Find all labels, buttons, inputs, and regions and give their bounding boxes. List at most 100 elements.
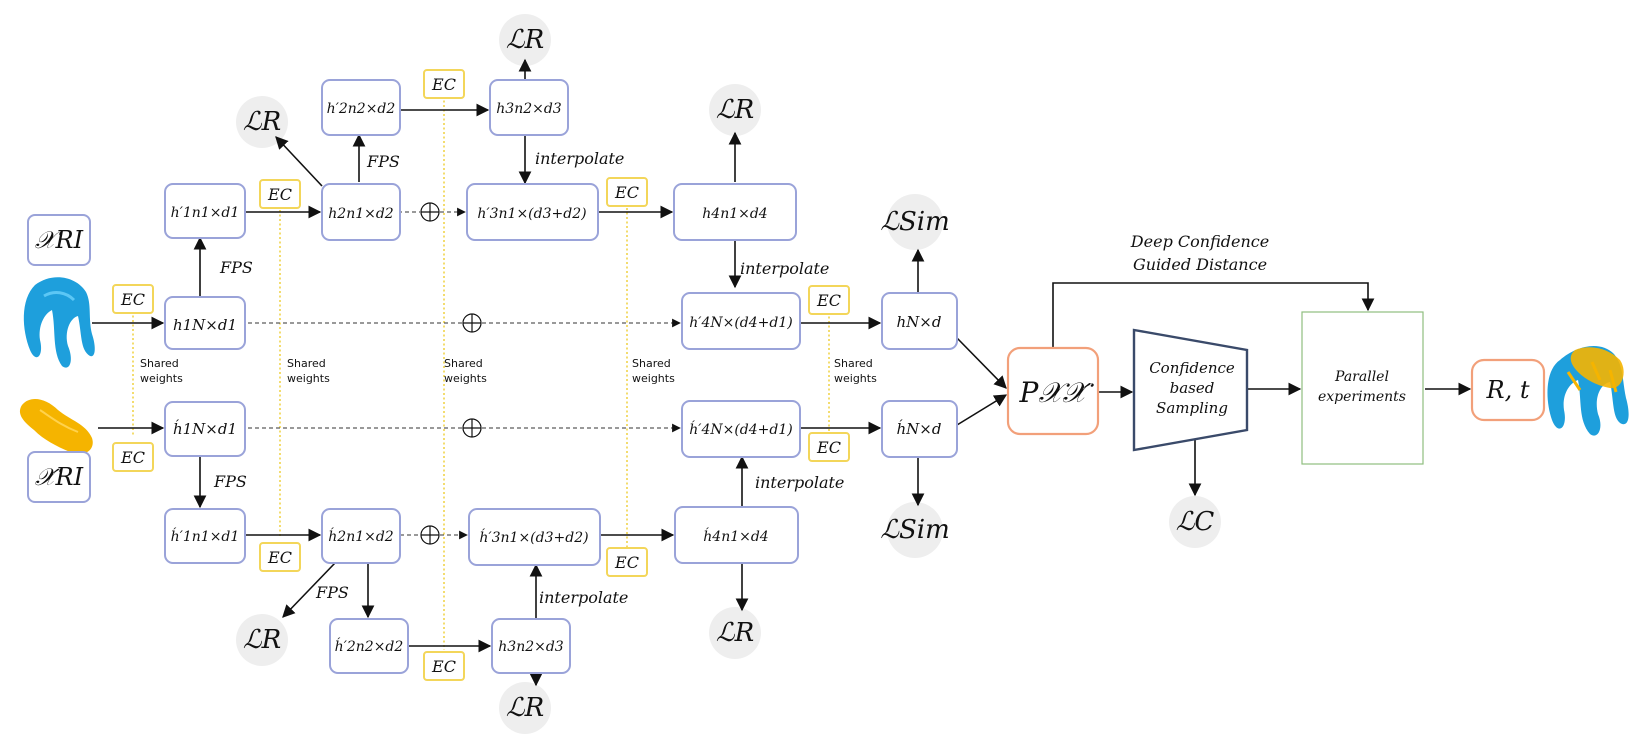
ec-label: EC — [816, 291, 841, 310]
registered-point-cloud-icon — [1547, 346, 1629, 436]
top-h1-block — [164, 296, 246, 350]
reconstruction-loss-label: ℒR — [716, 618, 754, 648]
bottom-h3p-label: h́′3n1×(d3+d2) — [479, 528, 588, 546]
bottom-h3-block — [491, 618, 571, 674]
arrow — [282, 562, 336, 618]
ec-label: EC — [120, 290, 145, 309]
source-point-cloud-icon — [23, 277, 95, 368]
halo — [709, 607, 761, 659]
reconstruction-loss-label: ℒR — [243, 107, 281, 137]
bottom-h2p-block — [329, 618, 409, 674]
fps-label: FPS — [213, 472, 247, 491]
ec-label: EC — [614, 553, 639, 572]
halo — [887, 194, 943, 250]
arrow — [956, 394, 1008, 426]
fps-label: FPS — [366, 152, 400, 171]
shared-weights-label: Shared — [444, 357, 483, 370]
top-h4p-block — [681, 292, 801, 350]
top-h3p-label: h′3n1×(d3+d2) — [477, 206, 586, 222]
interpolate-label: interpolate — [539, 588, 628, 607]
bottom-h1p-block — [164, 508, 246, 564]
ec-label: EC — [614, 183, 639, 202]
top-hout-block — [881, 292, 958, 350]
ec-label: EC — [267, 185, 292, 204]
interpolate-label: interpolate — [535, 149, 624, 168]
bottom-h1-block — [164, 401, 246, 457]
source-input-label: 𝒳RI — [35, 226, 84, 254]
top-h4p-label: h′4N×(d4+d1) — [689, 315, 792, 331]
top-h3-block — [489, 79, 569, 136]
bottom-h3p-block — [468, 508, 601, 566]
bottom-h3-label: h3n2×d3 — [498, 639, 564, 655]
bottom-hout-label: h́N×d — [897, 420, 942, 438]
similarity-loss-label: ℒSim — [880, 515, 950, 545]
ec-box — [259, 542, 301, 572]
bottom-h2-block — [321, 508, 401, 564]
arrow — [956, 337, 1007, 389]
shared-weights-label: weights — [834, 372, 877, 385]
guided-distance-label: Deep Confidence — [1130, 232, 1269, 251]
bottom-h1p-label: h́′1n1×d1 — [171, 527, 240, 545]
arrow — [275, 136, 323, 187]
top-hout-label: hN×d — [897, 313, 942, 331]
target-input-box — [27, 451, 91, 503]
bottom-h4p-label: h́′4N×(d4+d1) — [689, 420, 792, 438]
bottom-h4p-block — [681, 400, 801, 458]
top-h3-label: h3n2×d3 — [496, 101, 562, 117]
top-h2p-label: h′2n2×d2 — [327, 101, 396, 117]
fps-label: FPS — [219, 258, 253, 277]
shared-weights-label: weights — [632, 372, 675, 385]
target-input-label: 𝒳́RI — [35, 463, 84, 491]
ec-label: EC — [120, 448, 145, 467]
confidence-loss-label: ℒC — [1176, 507, 1215, 537]
ec-box — [259, 179, 301, 209]
bottom-h2-label: h́2n1×d2 — [328, 527, 394, 545]
ec-box — [423, 69, 465, 99]
concat-symbol — [462, 418, 482, 438]
ec-label: EC — [267, 548, 292, 567]
ec-label: EC — [431, 75, 456, 94]
ec-box — [606, 177, 648, 207]
shared-weights-label: Shared — [834, 357, 873, 370]
reconstruction-loss-label: ℒR — [243, 625, 281, 655]
sampling-label: Confidence — [1149, 359, 1235, 377]
top-h1p-block — [164, 183, 246, 239]
top-h4-label: h4n1×d4 — [702, 206, 767, 222]
halo — [1169, 496, 1221, 548]
halo — [236, 96, 288, 148]
output-label: R, t — [1486, 376, 1530, 404]
guided-distance-label: Guided Distance — [1133, 255, 1267, 274]
top-h3p-block — [466, 183, 599, 241]
sampling-label: Sampling — [1156, 399, 1228, 417]
halo — [709, 84, 761, 136]
parallel-label: experiments — [1318, 389, 1406, 405]
reconstruction-loss-label: ℒR — [506, 25, 544, 55]
ec-box — [808, 285, 850, 315]
ec-label: EC — [816, 438, 841, 457]
reconstruction-loss-label: ℒR — [716, 95, 754, 125]
halo — [499, 14, 551, 66]
parallel-experiments-box — [1301, 311, 1424, 465]
concat-symbol — [420, 525, 440, 545]
interpolate-label: interpolate — [740, 259, 829, 278]
concat-symbol — [420, 202, 440, 222]
halo — [236, 614, 288, 666]
ec-box — [808, 432, 850, 462]
ec-box — [606, 547, 648, 577]
shared-weights-label: weights — [444, 372, 487, 385]
top-h1-label: h1N×d1 — [173, 316, 237, 334]
top-h2-block — [321, 183, 401, 241]
sampling-label: based — [1170, 379, 1215, 397]
ec-box — [112, 442, 154, 472]
similarity-loss-label: ℒSim — [880, 207, 950, 237]
interpolate-label: interpolate — [755, 473, 844, 492]
shared-weights-label: Shared — [632, 357, 671, 370]
bottom-h2p-label: h́′2n2×d2 — [335, 637, 404, 655]
top-h4-block — [673, 183, 797, 241]
correspondence-matrix-box — [1006, 346, 1100, 436]
top-h1p-label: h′1n1×d1 — [171, 205, 240, 221]
shared-weights-label: Shared — [140, 357, 179, 370]
source-input-box — [27, 214, 91, 266]
